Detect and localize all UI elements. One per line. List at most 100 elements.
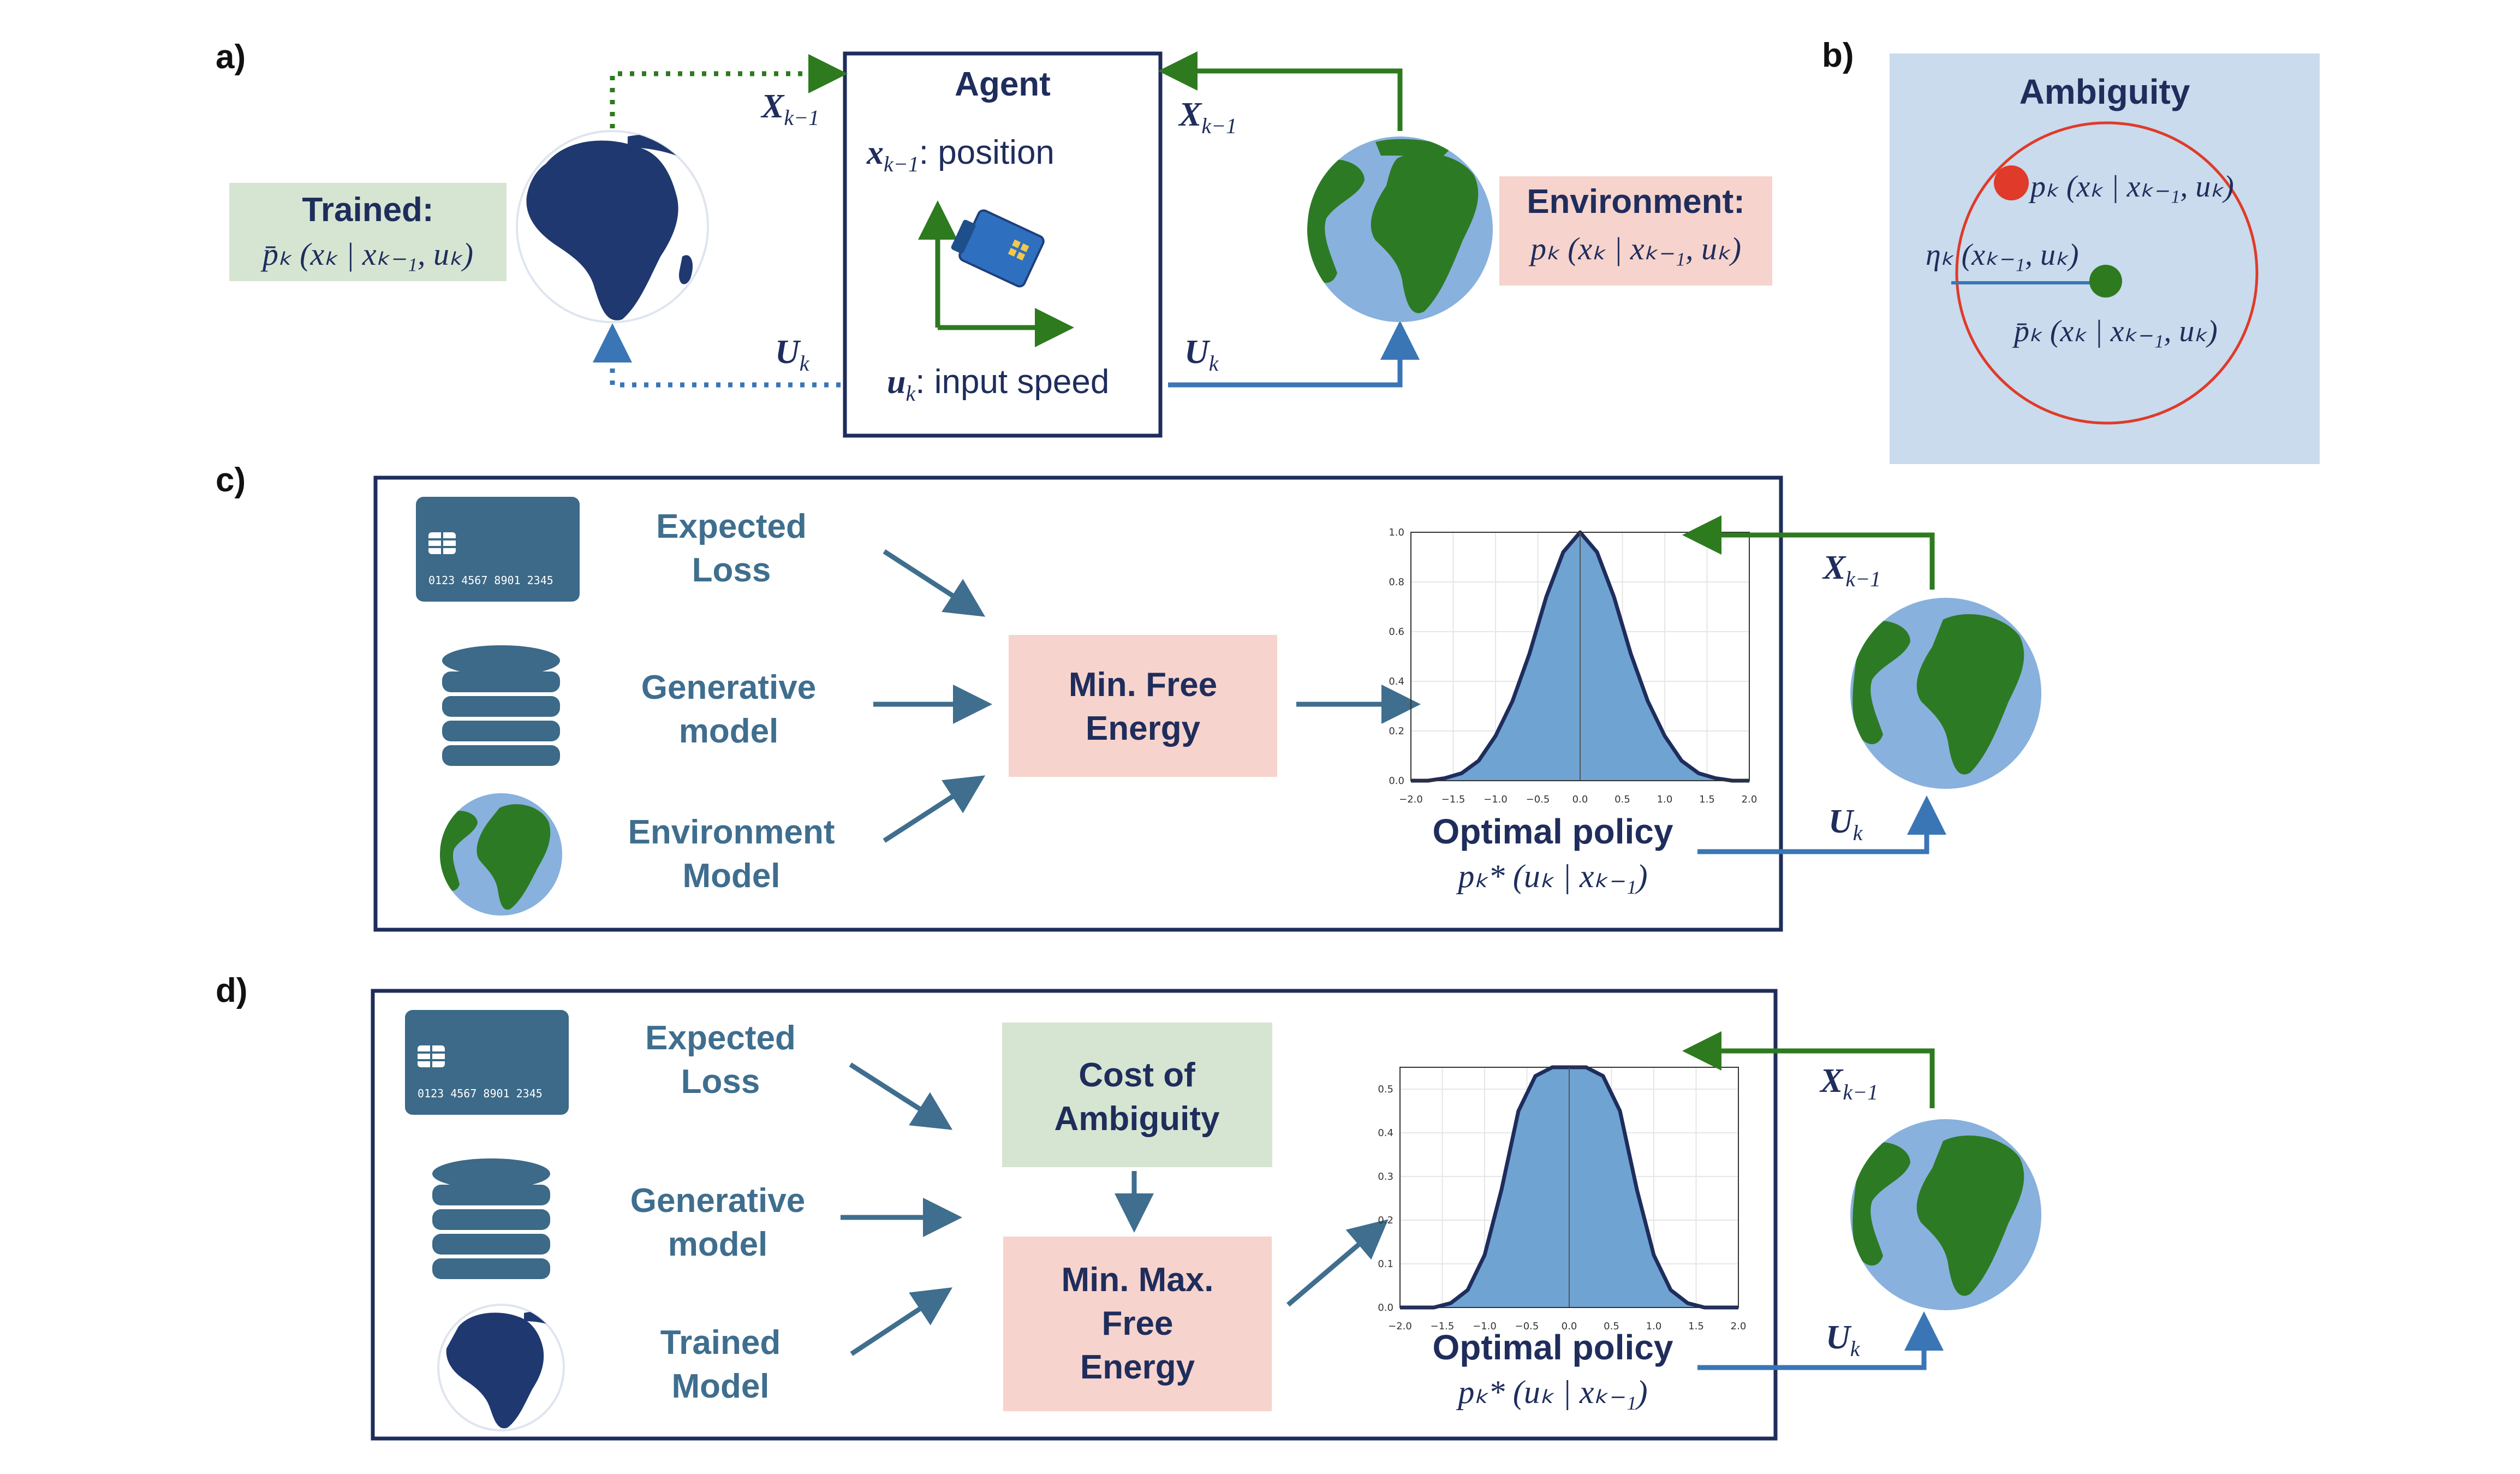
chart-d-ytick-3: 0.3 (1378, 1171, 1393, 1182)
chart-c-xtick-4: 0.0 (1572, 794, 1588, 805)
environment-model-earth-icon (440, 793, 562, 916)
d-policy-formula: pₖ* (uₖ | xₖ₋₁) (1456, 1374, 1647, 1410)
database-icon (442, 645, 560, 766)
chart-d-xtick-2: −1.0 (1473, 1321, 1497, 1332)
chart-c: −2.0 −1.5 −1.0 −0.5 0.0 0.5 1.0 1.5 2.0 0.0 0.2 0.4… (1389, 527, 1757, 805)
d-input-trained-l2: Model (671, 1368, 769, 1405)
chart-c-ytick-2: 0.4 (1389, 676, 1404, 687)
panel-b-label: b) (1822, 37, 1854, 74)
agent-to-trained-arrow (593, 323, 841, 388)
trained-title: Trained: (302, 191, 433, 229)
credit-card-icon: 0123 4567 8901 2345 (416, 497, 580, 602)
chart-d-xtick-1: −1.5 (1431, 1321, 1455, 1332)
c-env-to-chart-arrow (1682, 515, 1935, 590)
d-process-l3: Energy (1080, 1348, 1195, 1386)
d-input-generative-l1: Generative (630, 1182, 806, 1220)
trained-model-dot (2089, 265, 2122, 298)
ambiguity-title: Ambiguity (2019, 72, 2190, 111)
d-process-l1: Min. Max. (1061, 1261, 1213, 1299)
d-u-label: Uk (1826, 1319, 1861, 1361)
d-ambiguity-l2: Ambiguity (1054, 1100, 1220, 1138)
chart-c-ytick-3: 0.6 (1389, 626, 1404, 638)
panel-c-label: c) (216, 461, 246, 499)
c-input-expected-loss-l1: Expected (656, 508, 807, 545)
chart-d-xtick-3: −0.5 (1515, 1321, 1539, 1332)
d-trained-globe-icon (437, 1304, 565, 1431)
chart-d-xtick-7: 1.5 (1688, 1321, 1704, 1332)
panel-a-label: a) (216, 38, 246, 76)
environment-title: Environment: (1527, 183, 1745, 221)
a-xprev-right-label: Xk−1 (1178, 96, 1237, 138)
c-arrow-environment (883, 775, 986, 843)
chart-c-xtick-1: −1.5 (1441, 794, 1465, 805)
ambiguity-circle (1955, 121, 2259, 425)
d-input-expected-loss-l2: Loss (681, 1063, 760, 1101)
chart-c-frame (1410, 532, 1750, 781)
d-input-trained-l1: Trained (660, 1324, 781, 1362)
chart-d-ytick-0: 0.0 (1378, 1302, 1393, 1313)
agent-title: Agent (955, 66, 1051, 103)
env-to-agent-arrow (1158, 51, 1403, 131)
chart-c-xtick-8: 2.0 (1742, 794, 1758, 805)
chart-c-xtick-0: −2.0 (1399, 794, 1423, 805)
d-arrow-trained (850, 1287, 953, 1356)
true-model-dot (1994, 165, 2029, 200)
environment-earth-icon (1307, 136, 1493, 322)
d-policy-title: Optimal policy (1433, 1328, 1673, 1367)
chart-d-xtick-8: 2.0 (1731, 1321, 1747, 1332)
ambiguity-eta-formula: ηₖ (xₖ₋₁, uₖ) (1926, 238, 2079, 272)
chart-d-ytick-5: 0.5 (1378, 1084, 1393, 1095)
chart-c-ytick-1: 0.2 (1389, 726, 1404, 737)
ambiguity-pbar-formula: p̄ₖ (xₖ | xₖ₋₁, uₖ) (2012, 314, 2218, 348)
c-input-environment-l2: Model (682, 857, 780, 895)
chart-c-xtick-2: −1.0 (1484, 794, 1508, 805)
d-arrow-to-chart (1286, 1219, 1389, 1307)
c-policy-title: Optimal policy (1433, 812, 1673, 851)
c-input-generative-l1: Generative (641, 669, 817, 706)
c-environment-earth-icon (1850, 598, 2041, 789)
chart-d-frame (1399, 1067, 1739, 1308)
c-process-l1: Min. Free (1069, 666, 1217, 704)
d-database-icon (432, 1158, 550, 1279)
d-env-to-chart-arrow (1682, 1031, 1935, 1108)
c-u-label: Uk (1828, 803, 1863, 845)
d-xprev-label: Xk−1 (1819, 1062, 1878, 1104)
c-policy-to-env-arrow (1697, 795, 1946, 854)
chart-c-xtick-3: −0.5 (1526, 794, 1550, 805)
d-input-generative-l2: model (668, 1226, 768, 1263)
chart-d-xtick-5: 0.5 (1604, 1321, 1619, 1332)
environment-box (1499, 176, 1772, 286)
c-input-expected-loss-l2: Loss (692, 551, 771, 589)
agent-input-label: uk: input speed (887, 363, 1109, 406)
trained-box (229, 183, 507, 281)
robot-icon (951, 209, 1045, 288)
a-u-right-label: Uk (1184, 334, 1219, 376)
trained-globe-icon (516, 130, 709, 323)
trained-formula: p̄ₖ (xₖ | xₖ₋₁, uₖ) (260, 236, 473, 272)
c-input-generative-l2: model (679, 712, 779, 750)
chart-d-ytick-1: 0.1 (1378, 1258, 1393, 1270)
d-environment-earth-icon (1850, 1119, 2041, 1310)
chart-c-xtick-6: 1.0 (1657, 794, 1673, 805)
c-process-l2: Energy (1086, 710, 1201, 747)
c-process-box (1009, 635, 1277, 777)
chart-c-xtick-7: 1.5 (1699, 794, 1715, 805)
chart-d-ytick-4: 0.4 (1378, 1127, 1393, 1139)
chart-c-xtick-5: 0.5 (1615, 794, 1630, 805)
chart-d-xtick-0: −2.0 (1388, 1321, 1412, 1332)
chart-d-xtick-6: 1.0 (1646, 1321, 1662, 1332)
d-policy-to-env-arrow (1697, 1311, 1944, 1370)
d-arrow-loss (849, 1062, 953, 1130)
d-card-number: 0123 4567 8901 2345 (418, 1087, 543, 1100)
d-ambiguity-l1: Cost of (1079, 1056, 1195, 1094)
environment-formula: pₖ (xₖ | xₖ₋₁, uₖ) (1528, 231, 1741, 266)
chart-c-ytick-0: 0.0 (1389, 775, 1404, 787)
a-u-left-label: Uk (775, 334, 810, 376)
c-xprev-label: Xk−1 (1822, 549, 1881, 591)
chart-d-ytick-2: 0.2 (1378, 1215, 1393, 1226)
d-ambiguity-box (1002, 1023, 1272, 1167)
chart-c-ytick-4: 0.8 (1389, 576, 1404, 588)
a-xprev-left-label: Xk−1 (760, 88, 819, 130)
